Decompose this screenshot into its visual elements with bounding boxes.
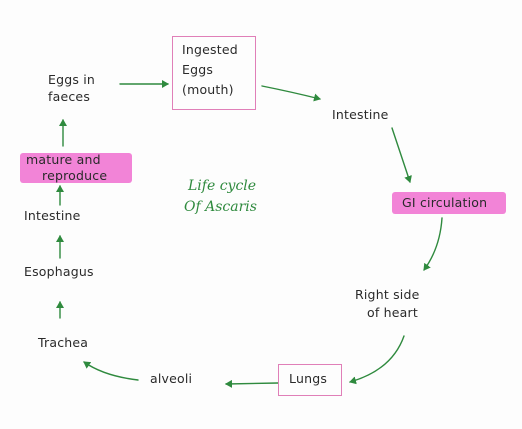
mature-reproduce-line2: reproduce <box>42 167 108 183</box>
node-eggs-in-faeces: Eggs in faeces <box>48 72 95 106</box>
node-right-side-heart: Right side of heart <box>355 286 420 322</box>
arrow-lungs-to-alveoli <box>225 379 279 388</box>
arrow-intestine-to-gi <box>391 127 412 183</box>
arrow-ingested-to-intestine <box>261 85 321 102</box>
arrow-gi-to-heart <box>423 217 443 271</box>
center-title-line2: Of Ascaris <box>184 199 257 215</box>
node-intestine-top: Intestine <box>332 107 389 122</box>
node-ingested-eggs: Ingested Eggs (mouth) <box>182 40 238 100</box>
eggs-in-faeces-line2: faeces <box>48 88 91 104</box>
ingested-eggs-line3: (mouth) <box>182 82 234 97</box>
eggs-in-faeces-line1: Eggs in <box>48 72 96 87</box>
right-side-heart-line1: Right side <box>355 287 420 302</box>
box-lungs <box>278 364 342 396</box>
mature-reproduce-line1: mature and <box>26 152 101 167</box>
box-ingested-eggs <box>172 36 256 110</box>
right-side-heart-line2: of heart <box>367 305 418 321</box>
arrow-alveoli-to-trachea <box>83 361 139 381</box>
node-esophagus: Esophagus <box>24 264 94 279</box>
ingested-eggs-line2: Eggs <box>182 62 214 77</box>
node-trachea: Trachea <box>38 335 89 350</box>
node-intestine-left: Intestine <box>24 208 81 223</box>
center-title-line1: Life cycle <box>188 178 257 194</box>
node-alveoli: alveoli <box>150 371 193 386</box>
node-gi-circulation: GI circulation <box>402 195 488 210</box>
highlight-gi-circulation <box>392 192 506 214</box>
node-lungs: Lungs <box>289 371 328 386</box>
center-title: Life cycle Of Ascaris <box>184 176 257 218</box>
node-mature-reproduce: mature and reproduce <box>26 152 107 183</box>
ingested-eggs-line1: Ingested <box>182 42 238 57</box>
arrow-heart-to-lungs <box>349 335 405 385</box>
highlight-mature <box>20 153 132 183</box>
